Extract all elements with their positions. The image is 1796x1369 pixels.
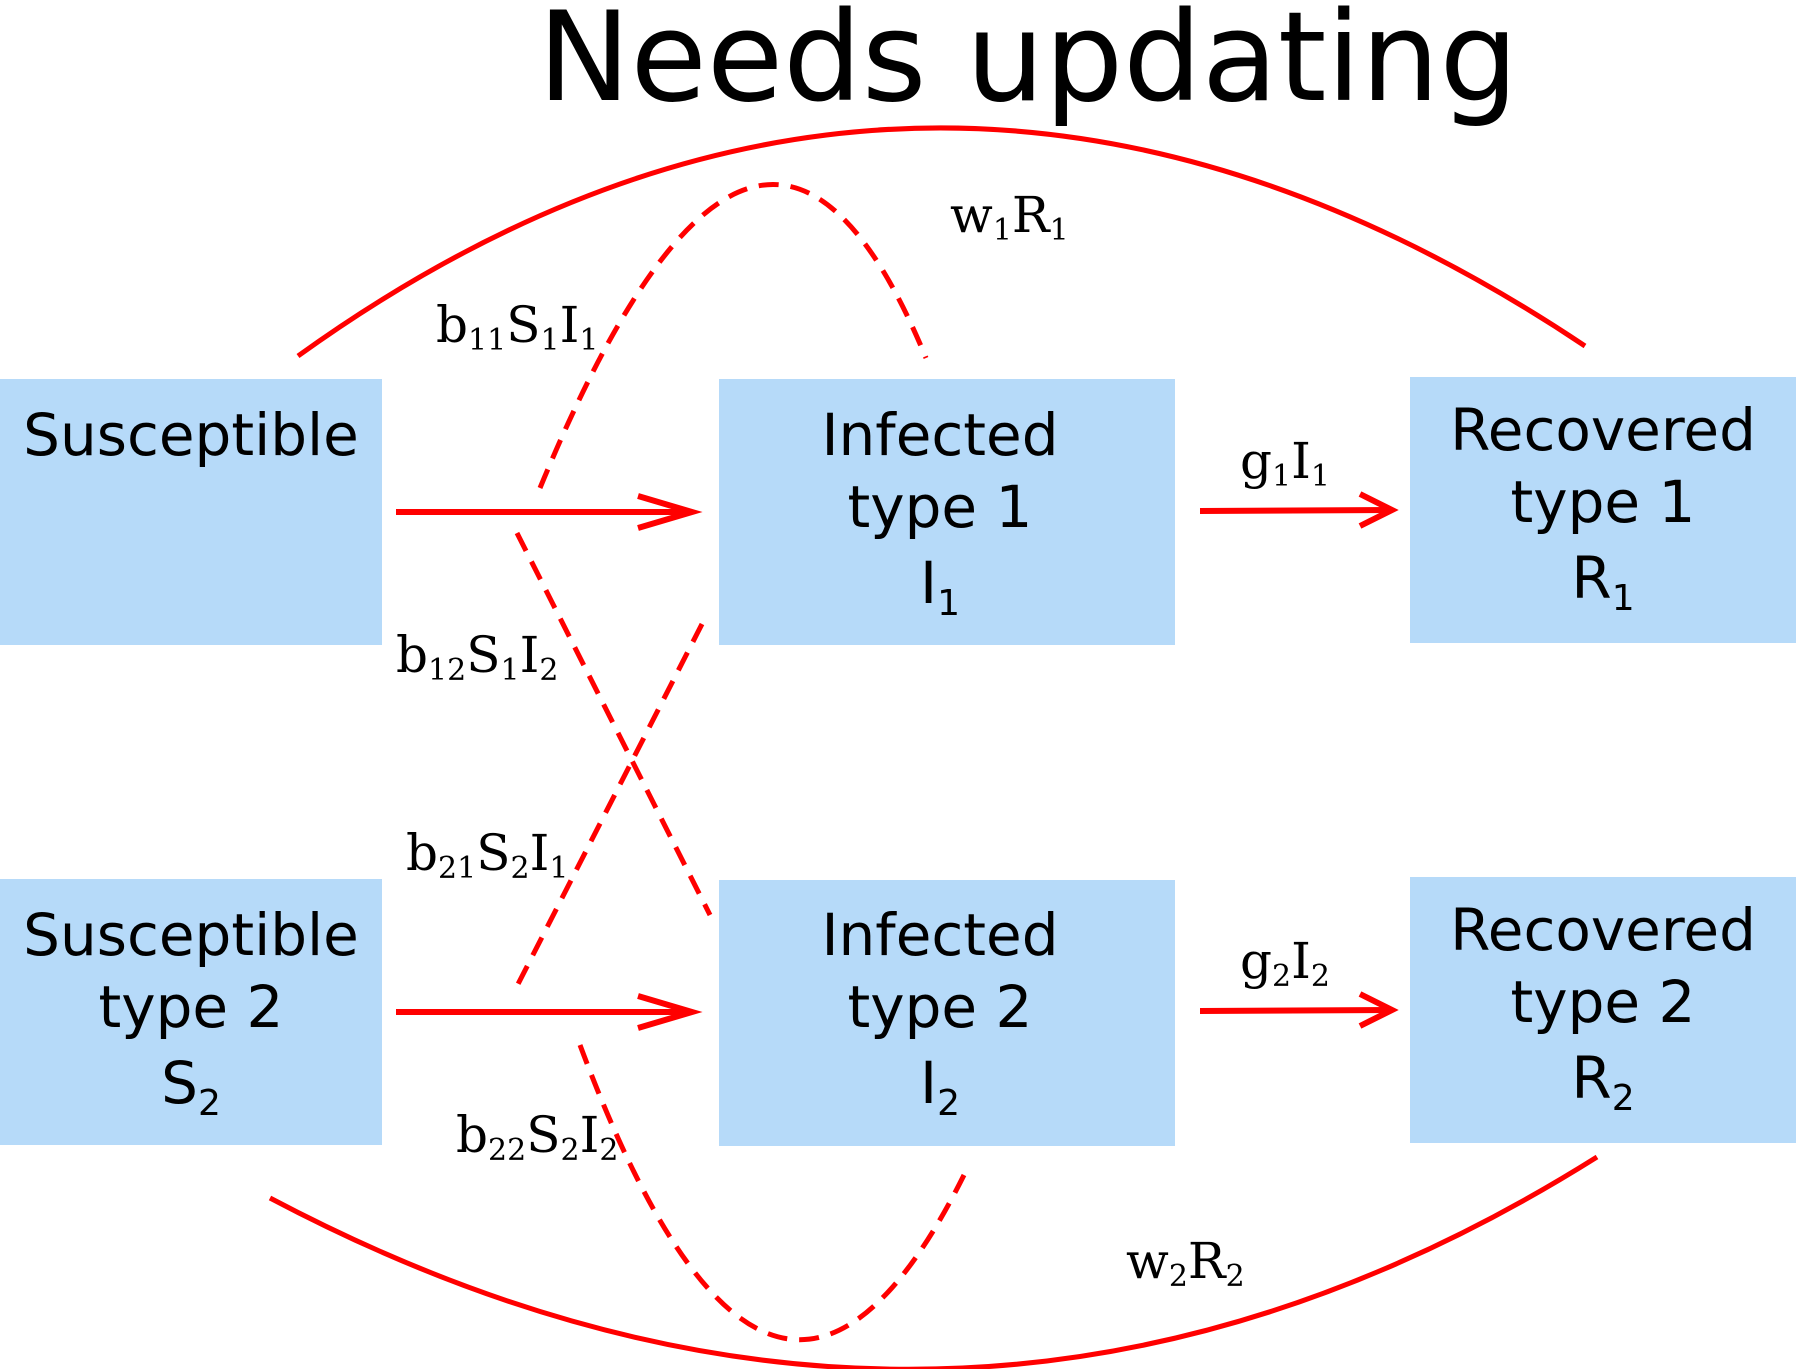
rate-b22S2I2: b22S2I2	[456, 1106, 618, 1168]
node-susceptible-2	[0, 879, 382, 1145]
r2-symbol: R2	[1571, 1044, 1634, 1119]
edge-dashed-lower-arc	[577, 1044, 967, 1343]
s1-label: Susceptible	[23, 401, 359, 469]
node-infected-1	[719, 379, 1175, 645]
r1-symbol: R1	[1571, 544, 1634, 619]
i2-label-line2: type 2	[848, 973, 1033, 1041]
arrow-i2-to-r2-head	[1358, 991, 1399, 1029]
arrow-i1-to-r1	[1199, 507, 1393, 514]
i2-symbol: I2	[920, 1049, 960, 1124]
r1-label-line1: Recovered	[1450, 396, 1756, 464]
edge-r2-to-s2	[268, 1154, 1599, 1369]
i2-label-line1: Infected	[821, 901, 1058, 969]
node-recovered-1	[1410, 377, 1796, 643]
diagram-title: Needs updating	[538, 0, 1518, 130]
arrow-s1-to-i1-head	[637, 493, 703, 531]
s2-label-line2: type 2	[99, 973, 284, 1041]
i1-label-line2: type 1	[848, 473, 1033, 541]
edge-r1-to-s1	[296, 125, 1587, 359]
arrow-i1-to-r1-head	[1358, 491, 1399, 529]
rate-b21S2I1: b21S2I1	[406, 824, 568, 886]
s2-label-line1: Susceptible	[23, 901, 359, 969]
edge-dashed-cross-b12	[514, 531, 713, 917]
edge-dashed-upper-arc	[537, 182, 929, 489]
arrow-s2-to-i2-head	[637, 993, 703, 1031]
s2-symbol: S2	[161, 1049, 221, 1124]
r2-label-line1: Recovered	[1450, 896, 1756, 964]
arrow-i2-to-r2	[1199, 1007, 1393, 1014]
i1-label-line1: Infected	[821, 401, 1058, 469]
i1-symbol: I1	[920, 549, 960, 624]
node-susceptible-1	[0, 379, 382, 645]
edge-dashed-cross-b21	[512, 622, 705, 992]
node-infected-2	[719, 880, 1175, 1146]
rate-g2I2: g2I2	[1240, 932, 1330, 994]
rate-b12S1I2: b12S1I2	[396, 626, 558, 688]
r2-label-line2: type 2	[1511, 968, 1696, 1036]
rate-w1R1: w1R1	[950, 186, 1069, 248]
node-recovered-2	[1410, 877, 1796, 1143]
r1-label-line2: type 1	[1511, 468, 1696, 536]
rate-w2R2: w2R2	[1126, 1232, 1245, 1294]
rate-b11S1I1: b11S1I1	[436, 296, 598, 358]
rate-g1I1: g1I1	[1240, 432, 1330, 494]
